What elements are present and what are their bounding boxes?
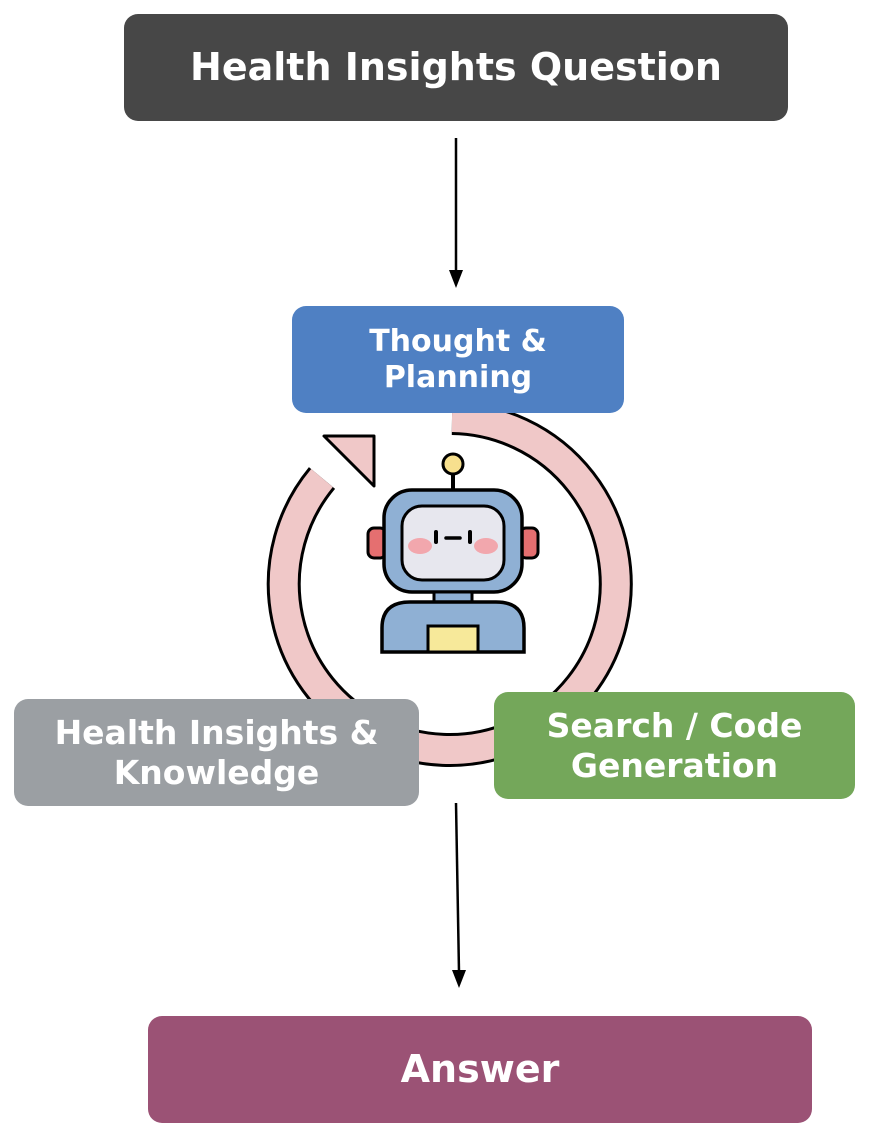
cycle-arrowhead-icon [322,434,376,488]
node-knowledge-line-1: Health Insights & [54,712,379,752]
node-thought-line-2: Planning [383,359,533,395]
node-knowledge-line-2: Knowledge [113,752,320,792]
node-thought-line-1: Thought & [369,323,547,359]
arrow-to-answer [452,802,466,988]
node-thought-planning: Thought & Planning [292,306,624,413]
node-question-label: Health Insights Question [190,44,722,89]
arrow-question-to-thought [449,138,463,288]
node-search-line-2: Generation [570,745,779,785]
node-health-insights-question: Health Insights Question [124,14,788,121]
node-answer-label: Answer [400,1046,560,1091]
node-answer: Answer [148,1016,812,1123]
node-health-insights-knowledge: Health Insights & Knowledge [14,699,419,806]
node-search-line-1: Search / Code [546,705,803,745]
robot-icon [366,452,540,654]
node-search-code-generation: Search / Code Generation [494,692,855,799]
